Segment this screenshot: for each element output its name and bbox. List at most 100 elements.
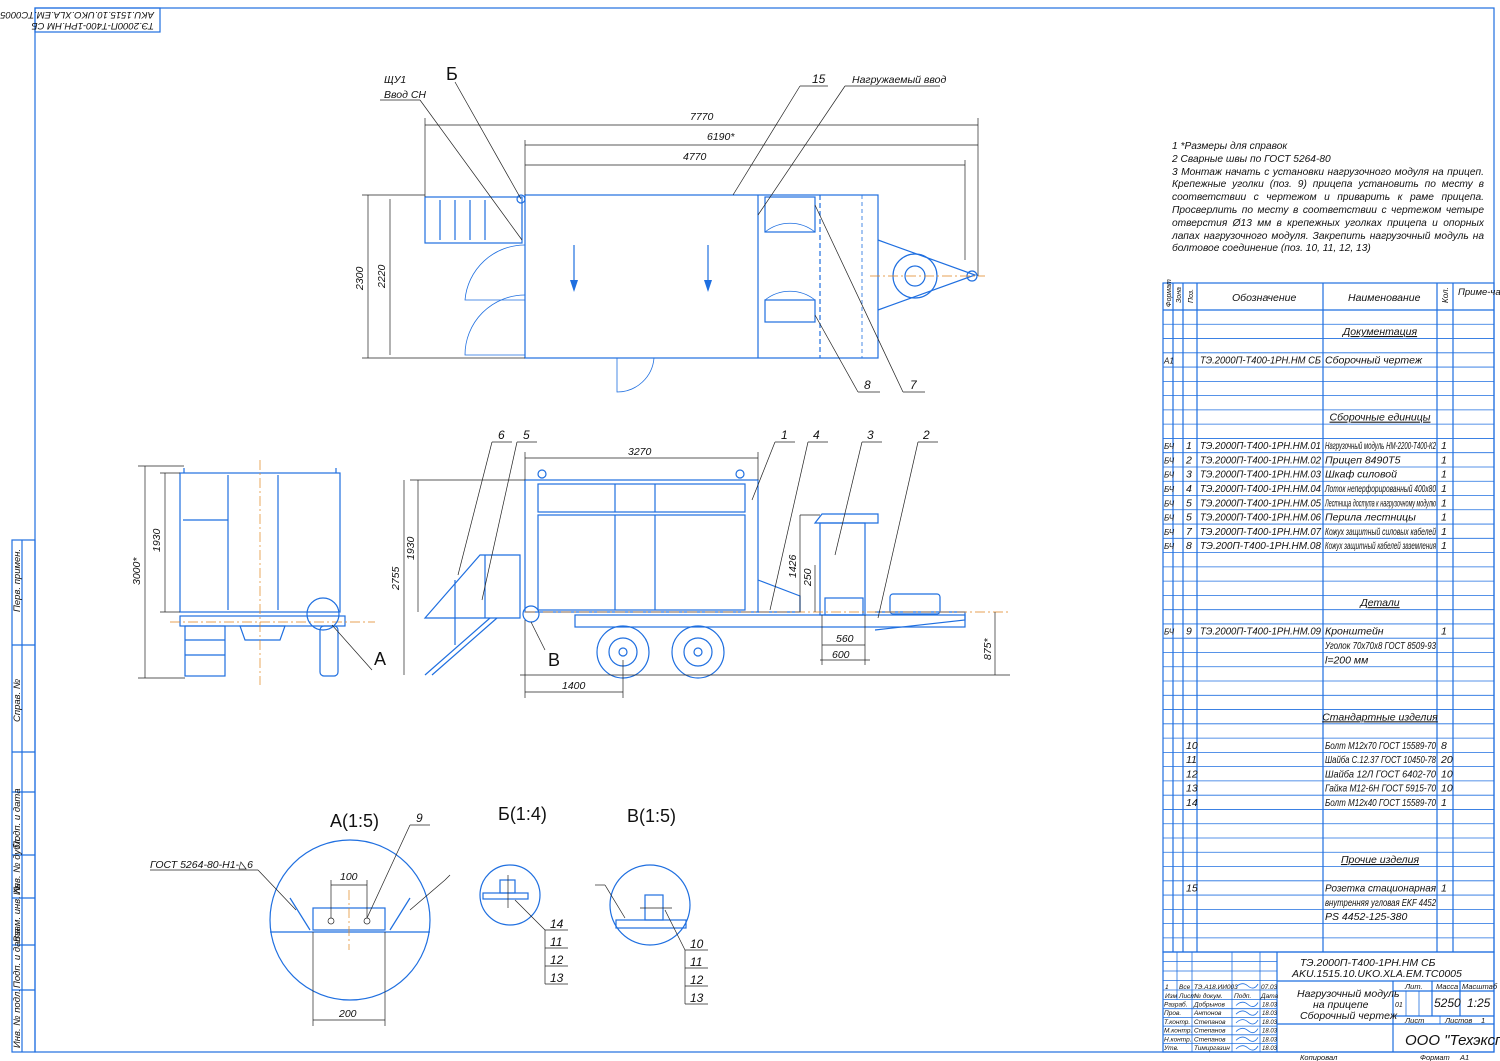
svg-text:12: 12 — [550, 953, 564, 967]
svg-text:600: 600 — [832, 649, 850, 661]
svg-text:4770: 4770 — [683, 151, 707, 163]
svg-text:Зона: Зона — [1176, 287, 1183, 303]
left-strip: Перв. примен. Справ. № Подп. и дата Инв.… — [11, 539, 36, 1053]
spec-name: PS 4452-125-380 — [1325, 911, 1407, 923]
spec-name: Лоток неперфорированный 400х80 — [1324, 483, 1436, 495]
spec-name: Перила лестницы — [1325, 512, 1416, 524]
spec-name: Лестница доступа к нагрузочному модулю — [1324, 497, 1436, 509]
svg-text:1:25: 1:25 — [1467, 996, 1491, 1010]
svg-text:ТЭ.2000П-Т400-1РН.НМ СБ: ТЭ.2000П-Т400-1РН.НМ СБ — [1300, 957, 1436, 969]
svg-text:Б(1:4): Б(1:4) — [498, 804, 547, 824]
svg-text:Инв. № дубл.: Инв. № дубл. — [12, 837, 23, 895]
spec-quantity: 1 — [1441, 526, 1447, 538]
spec-name: Уголок 70х70х8 ГОСТ 8509-93 — [1324, 640, 1436, 652]
svg-text:200: 200 — [338, 1008, 357, 1020]
signer-role: Т.контр. — [1164, 1019, 1190, 1026]
spec-section-heading: Сборочные единицы — [1330, 412, 1431, 424]
svg-text:6: 6 — [498, 428, 505, 442]
svg-text:А(1:5): А(1:5) — [330, 811, 379, 831]
signer-date: 18.03 — [1262, 1011, 1278, 1017]
svg-text:Лит.: Лит. — [1404, 982, 1423, 991]
spec-quantity: 1 — [1441, 483, 1447, 495]
spec-quantity: 1 — [1441, 497, 1447, 509]
spec-position: 15 — [1186, 883, 1198, 895]
spec-format: БЧ — [1164, 442, 1175, 451]
spec-name: Шайба С.12.37 ГОСТ 10450-78 — [1325, 754, 1436, 766]
spec-quantity: 1 — [1441, 440, 1447, 452]
spec-section-heading: Стандартные изделия — [1322, 711, 1438, 723]
svg-text:1930: 1930 — [405, 536, 417, 560]
spec-format: БЧ — [1164, 456, 1175, 465]
change-header: № докум. — [1194, 992, 1223, 1000]
svg-text:Поз.: Поз. — [1188, 289, 1195, 303]
signer-name: Степанов — [1194, 1036, 1226, 1043]
svg-text:Формат: Формат — [1420, 1053, 1450, 1061]
svg-text:В(1:5): В(1:5) — [627, 806, 676, 826]
svg-text:1: 1 — [1481, 1016, 1485, 1025]
svg-text:2300: 2300 — [354, 266, 366, 291]
spec-position: 5 — [1186, 497, 1192, 509]
svg-text:2755: 2755 — [390, 566, 402, 591]
spec-name: Кожух защитный кабелей заземления — [1325, 540, 1436, 552]
svg-text:2220: 2220 — [376, 264, 388, 289]
svg-text:ЩУ1: ЩУ1 — [384, 74, 406, 86]
signature — [1235, 1019, 1259, 1025]
svg-text:Сборочный чертеж: Сборочный чертеж — [1300, 1010, 1398, 1022]
svg-text:Ввод СН: Ввод СН — [384, 89, 426, 101]
svg-text:6190*: 6190* — [707, 131, 735, 143]
rotated-stamp — [34, 7, 161, 33]
signature — [1235, 1001, 1259, 1007]
spec-name: Розетка стационарная — [1325, 883, 1436, 895]
spec-designation: ТЭ.2000П-Т400-1РН.НМ.05 — [1200, 497, 1321, 509]
svg-text:100: 100 — [340, 871, 358, 883]
change-header: Подп. — [1234, 992, 1251, 1000]
detail-b: Б(1:4) 14 11 12 13 — [479, 804, 568, 985]
spec-name: l=200 мм — [1325, 654, 1368, 666]
svg-text:2: 2 — [922, 428, 930, 442]
specification-table: Формат Зона Поз. Обозначение Наименовани… — [1162, 279, 1500, 953]
front-view: А 3000* 1930 — [131, 460, 386, 685]
spec-name: Нагрузочный модуль НМ-2200-Т400-К2 — [1325, 440, 1436, 452]
svg-text:Перв. примен.: Перв. примен. — [12, 549, 23, 612]
spec-name: Кожух защитный силовых кабелей — [1325, 526, 1436, 538]
spec-quantity: 1 — [1441, 883, 1447, 895]
signer-date: 18.03 — [1262, 1037, 1278, 1043]
spec-quantity: 1 — [1441, 512, 1447, 524]
signer-role: Н.контр. — [1164, 1036, 1192, 1043]
svg-text:13: 13 — [550, 971, 564, 985]
spec-quantity: 1 — [1441, 540, 1447, 552]
svg-text:11: 11 — [690, 955, 702, 969]
spec-quantity: 20 — [1440, 754, 1453, 766]
spec-quantity: 10 — [1441, 783, 1453, 795]
spec-section-heading: Детали — [1359, 597, 1399, 609]
svg-text:560: 560 — [836, 633, 854, 645]
note-2: 2 Сварные швы по ГОСТ 5264-80 — [1172, 153, 1331, 165]
svg-text:Обозначение: Обозначение — [1232, 292, 1296, 304]
svg-text:875*: 875* — [982, 637, 994, 660]
spec-designation: ТЭ.200П-Т400-1РН.НМ.08 — [1200, 540, 1321, 552]
signer-role: Утв. — [1163, 1045, 1179, 1052]
spec-name: Гайка М12-6Н ГОСТ 5915-70 — [1325, 783, 1436, 795]
spec-quantity: 10 — [1441, 768, 1453, 780]
spec-name: внутренняя угловая EKF 4452 — [1325, 897, 1436, 909]
svg-text:7: 7 — [910, 378, 918, 392]
spec-designation: ТЭ.2000П-Т400-1РН.НМ.03 — [1200, 469, 1321, 481]
svg-text:250: 250 — [802, 568, 814, 587]
spec-name: Шкаф силовой — [1325, 469, 1397, 481]
svg-text:Кол.: Кол. — [1441, 287, 1450, 303]
svg-text:Листов: Листов — [1444, 1016, 1472, 1025]
svg-text:01: 01 — [1395, 1002, 1403, 1009]
svg-text:Справ. №: Справ. № — [12, 679, 23, 722]
change-cell: Все — [1179, 984, 1191, 991]
signature — [1235, 1045, 1259, 1051]
spec-format: БЧ — [1164, 542, 1175, 551]
spec-designation: ТЭ.2000П-Т400-1РН.НМ.06 — [1200, 512, 1321, 524]
svg-text:Б: Б — [446, 64, 458, 84]
signer-name: Антонов — [1193, 1010, 1222, 1017]
signer-role: Пров. — [1164, 1010, 1181, 1017]
change-cell: ТЭ.А18.ИИ003 — [1194, 984, 1238, 991]
signer-name: Добрынов — [1193, 1001, 1225, 1009]
